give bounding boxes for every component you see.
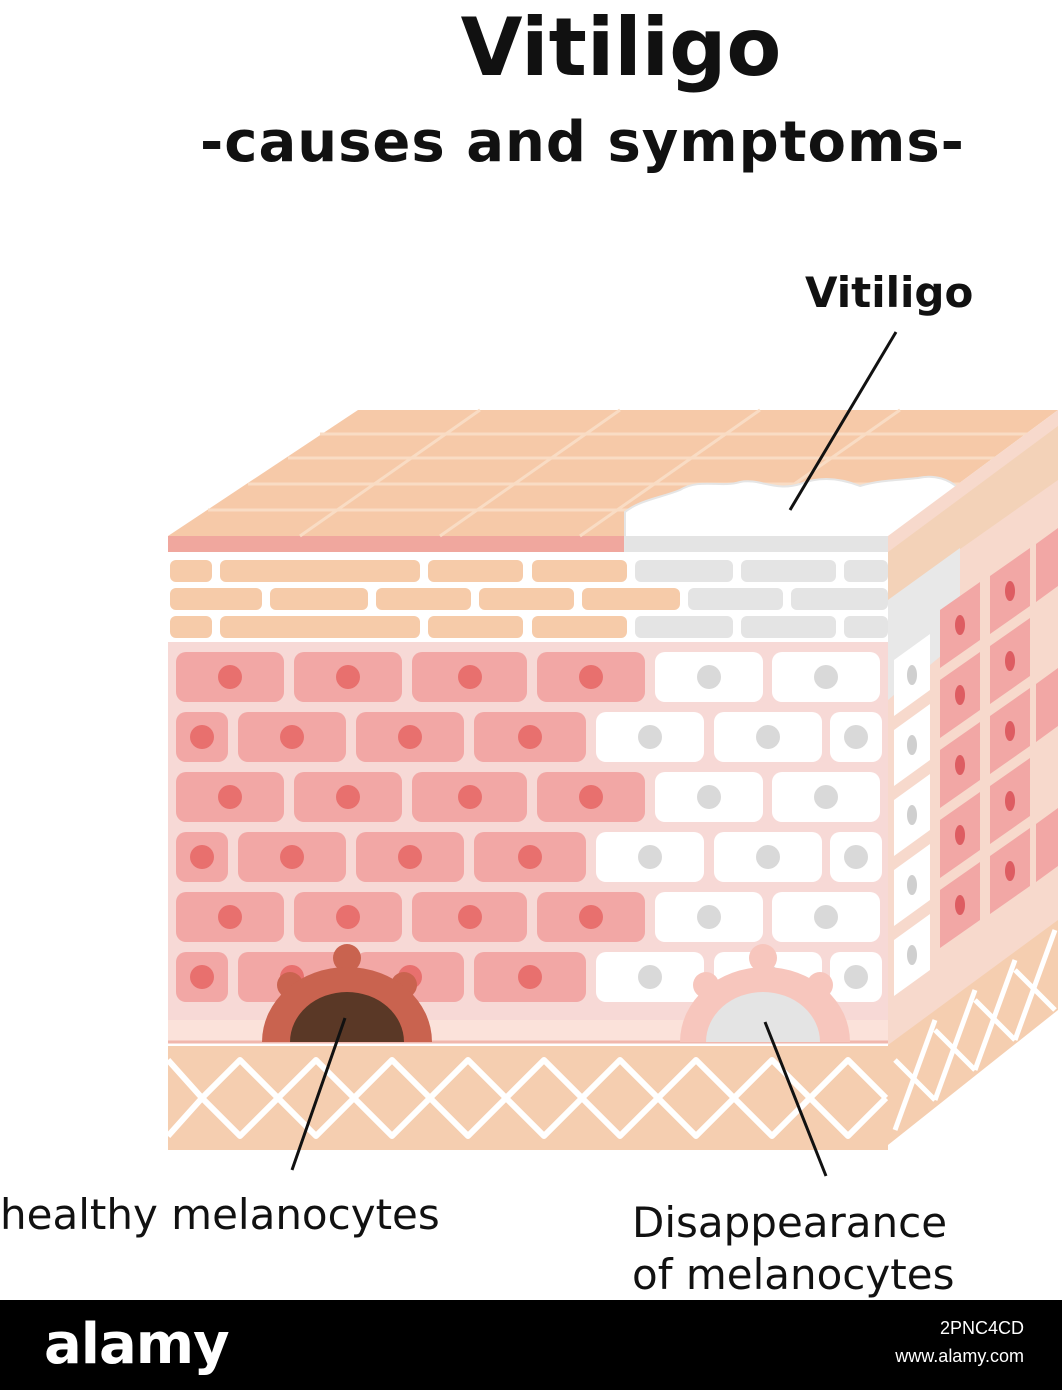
watermark-footer: alamy 2PNC4CD www.alamy.com bbox=[0, 1300, 1062, 1390]
side-face bbox=[888, 410, 1058, 1145]
label-disappearance-line2: of melanocytes bbox=[632, 1250, 954, 1300]
watermark-info: 2PNC4CD www.alamy.com bbox=[895, 1314, 1024, 1370]
stratum-corneum bbox=[168, 552, 888, 642]
watermark-brand: alamy bbox=[44, 1312, 229, 1378]
label-disappearance-line1: Disappearance bbox=[632, 1198, 947, 1248]
skin-cross-section-diagram bbox=[0, 0, 1062, 1300]
watermark-image-id: 2PNC4CD bbox=[895, 1314, 1024, 1342]
label-healthy-melanocytes: healthy melanocytes bbox=[0, 1190, 440, 1240]
label-vitiligo: Vitiligo bbox=[805, 268, 973, 318]
watermark-url: www.alamy.com bbox=[895, 1342, 1024, 1370]
